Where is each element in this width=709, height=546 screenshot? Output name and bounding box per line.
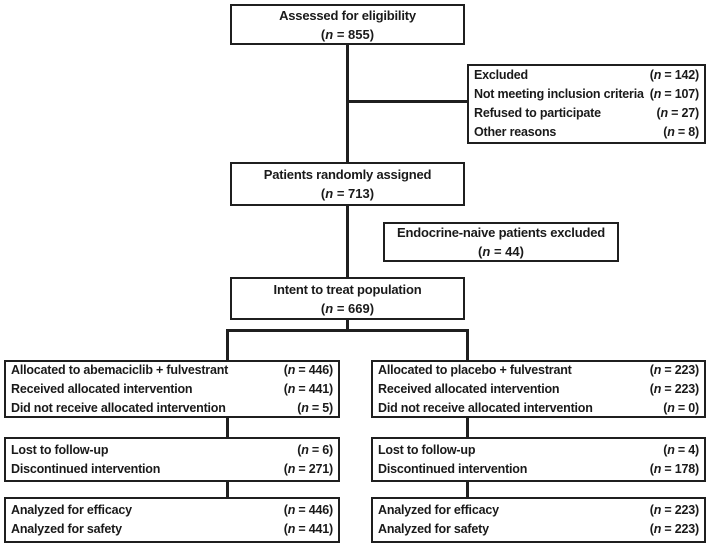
- alloc-right-row-3: Did not receive allocated intervention (…: [373, 399, 704, 418]
- row-label: Analyzed for efficacy: [378, 503, 499, 517]
- allocation-placebo-box: Allocated to placebo + fulvestrant (n = …: [371, 360, 706, 418]
- row-n: (n = 107): [649, 87, 699, 101]
- followup-right-row-1: Lost to follow-up (n = 4): [373, 441, 704, 460]
- excluded-box: Excluded (n = 142) Not meeting inclusion…: [467, 64, 706, 144]
- followup-right-row-2: Discontinued intervention (n = 178): [373, 460, 704, 479]
- allocation-abemaciclib-box: Allocated to abemaciclib + fulvestrant (…: [4, 360, 340, 418]
- alloc-left-row-3: Did not receive allocated intervention (…: [6, 399, 338, 418]
- alloc-right-row-2: Received allocated intervention (n = 223…: [373, 380, 704, 399]
- connector-alloc-to-followup-left: [226, 416, 229, 439]
- connector-assessed-to-randomized: [346, 44, 349, 164]
- followup-left-box: Lost to follow-up (n = 6) Discontinued i…: [4, 437, 340, 482]
- connector-branch-excluded: [346, 100, 469, 103]
- row-n: (n = 441): [283, 522, 333, 536]
- row-n: (n = 223): [649, 503, 699, 517]
- row-n: (n = 223): [649, 362, 699, 377]
- row-label: Refused to participate: [474, 106, 601, 120]
- row-label: Did not receive allocated intervention: [378, 400, 593, 415]
- itt-n: (n = 669): [320, 300, 375, 316]
- followup-left-row-2: Discontinued intervention (n = 271): [6, 460, 338, 479]
- row-label: Analyzed for efficacy: [11, 503, 132, 517]
- row-n: (n = 6): [297, 442, 333, 457]
- connector-alloc-to-followup-right: [466, 416, 469, 439]
- excluded-row-2: Not meeting inclusion criteria (n = 107): [469, 85, 704, 104]
- row-n: (n = 446): [283, 503, 333, 517]
- endocrine-n: (n = 44): [478, 244, 524, 259]
- alloc-left-row-2: Received allocated intervention (n = 441…: [6, 380, 338, 399]
- row-n: (n = 223): [649, 522, 699, 536]
- connector-followup-to-analyzed-left: [226, 480, 229, 499]
- excluded-row-4: Other reasons (n = 8): [469, 123, 704, 142]
- row-n: (n = 27): [656, 106, 699, 120]
- row-label: Received allocated intervention: [11, 381, 193, 396]
- row-label: Not meeting inclusion criteria: [474, 87, 644, 101]
- randomized-box: Patients randomly assigned (n = 713): [230, 162, 465, 206]
- randomized-n: (n = 713): [320, 186, 375, 201]
- row-label: Other reasons: [474, 125, 557, 139]
- endocrine-excluded-box: Endocrine-naive patients excluded (n = 4…: [383, 222, 619, 262]
- endocrine-title: Endocrine-naive patients excluded: [397, 225, 605, 240]
- alloc-right-row-1: Allocated to placebo + fulvestrant (n = …: [373, 361, 704, 380]
- connector-randomized-to-itt: [346, 205, 349, 279]
- connector-splitter-drop-right: [466, 329, 469, 362]
- row-label: Did not receive allocated intervention: [11, 400, 226, 415]
- connector-splitter-drop-left: [226, 329, 229, 362]
- row-n: (n = 0): [663, 400, 699, 415]
- analyzed-right-row-1: Analyzed for efficacy (n = 223): [373, 501, 704, 520]
- row-n: (n = 4): [663, 442, 699, 457]
- connector-itt-to-splitter: [346, 318, 349, 332]
- followup-right-box: Lost to follow-up (n = 4) Discontinued i…: [371, 437, 706, 482]
- alloc-left-row-1: Allocated to abemaciclib + fulvestrant (…: [6, 361, 338, 380]
- connector-splitter-horizontal: [226, 329, 469, 332]
- analyzed-left-box: Analyzed for efficacy (n = 446) Analyzed…: [4, 497, 340, 543]
- row-label: Lost to follow-up: [378, 442, 476, 457]
- row-n: (n = 8): [663, 125, 699, 139]
- row-n: (n = 5): [297, 400, 333, 415]
- itt-title: Intent to treat population: [273, 281, 422, 297]
- analyzed-right-box: Analyzed for efficacy (n = 223) Analyzed…: [371, 497, 706, 543]
- row-label: Allocated to placebo + fulvestrant: [378, 362, 572, 377]
- assessed-title: Assessed for eligibility: [279, 7, 416, 23]
- row-label: Analyzed for safety: [11, 522, 122, 536]
- randomized-title: Patients randomly assigned: [263, 167, 432, 182]
- row-label: Discontinued intervention: [378, 461, 528, 476]
- row-n: (n = 271): [283, 461, 333, 476]
- row-label: Lost to follow-up: [11, 442, 109, 457]
- row-n: (n = 142): [649, 68, 699, 82]
- connector-followup-to-analyzed-right: [466, 480, 469, 499]
- row-label: Allocated to abemaciclib + fulvestrant: [11, 362, 229, 377]
- assessed-box: Assessed for eligibility (n = 855): [230, 4, 465, 45]
- assessed-n: (n = 855): [320, 26, 375, 42]
- analyzed-left-row-2: Analyzed for safety (n = 441): [6, 520, 338, 539]
- analyzed-right-row-2: Analyzed for safety (n = 223): [373, 520, 704, 539]
- row-n: (n = 441): [283, 381, 333, 396]
- followup-left-row-1: Lost to follow-up (n = 6): [6, 441, 338, 460]
- excluded-row-1: Excluded (n = 142): [469, 66, 704, 85]
- row-n: (n = 446): [283, 362, 333, 377]
- row-label: Discontinued intervention: [11, 461, 161, 476]
- analyzed-left-row-1: Analyzed for efficacy (n = 446): [6, 501, 338, 520]
- row-n: (n = 223): [649, 381, 699, 396]
- row-label: Analyzed for safety: [378, 522, 489, 536]
- excluded-row-3: Refused to participate (n = 27): [469, 104, 704, 123]
- itt-box: Intent to treat population (n = 669): [230, 277, 465, 320]
- row-label: Received allocated intervention: [378, 381, 560, 396]
- row-label: Excluded: [474, 68, 528, 82]
- row-n: (n = 178): [649, 461, 699, 476]
